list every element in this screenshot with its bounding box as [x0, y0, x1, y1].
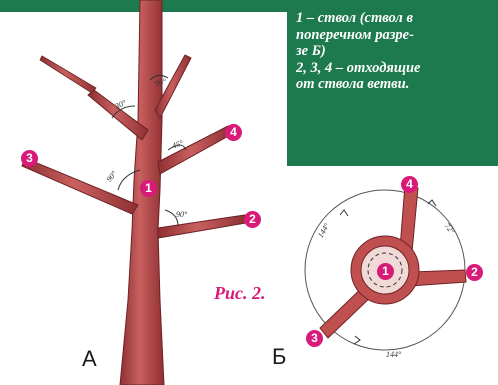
section-badge-branch-2: 2: [466, 264, 483, 281]
tree-badge-trunk: 1: [140, 180, 157, 197]
panel-label-b: Б: [272, 344, 286, 370]
section-badge-branch-4: 4: [401, 176, 418, 193]
panel-label-a: А: [82, 346, 97, 372]
section-badge-branch-3: 3: [306, 330, 323, 347]
tree-badge-branch-3: 3: [21, 150, 38, 167]
section-badge-trunk: 1: [377, 263, 394, 280]
section-angle-label: 144°: [386, 350, 401, 359]
tree-badge-branch-4: 4: [225, 124, 242, 141]
tree-badge-branch-2: 2: [244, 211, 261, 228]
tree-angle-label: 90°: [176, 210, 187, 219]
figure-caption: Рис. 2.: [214, 283, 266, 304]
